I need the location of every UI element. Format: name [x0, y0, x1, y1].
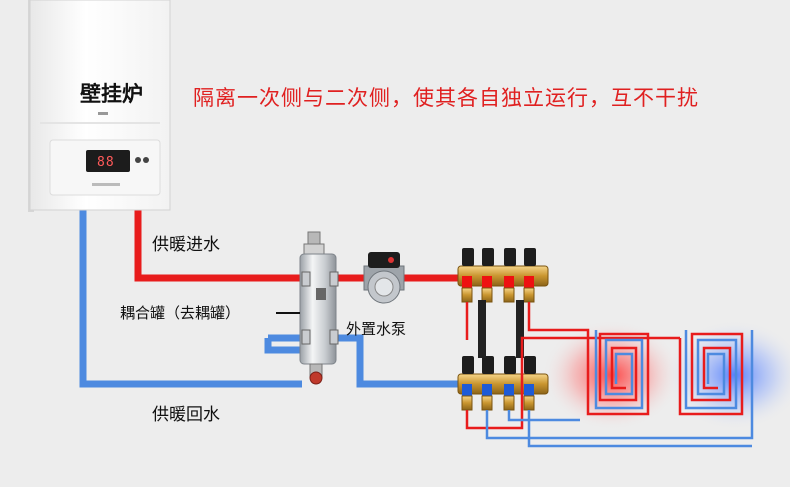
- manifold-bracket: [478, 300, 486, 358]
- floor-heating-loops: [465, 302, 754, 448]
- coupling-tank-label: 耦合罐（去耦罐）: [120, 304, 241, 322]
- circulation-pump: [363, 252, 405, 304]
- supply-label: 供暖进水: [152, 235, 220, 255]
- pump-label: 外置水泵: [346, 320, 407, 338]
- boiler: [28, 0, 171, 212]
- headline: 隔离一次侧与二次侧，使其各自独立运行，互不干扰: [193, 86, 699, 110]
- boiler-display: [86, 150, 130, 172]
- supply-manifold: [457, 248, 549, 303]
- boiler-name: 壁挂炉: [80, 82, 143, 106]
- boiler-display-readout: 88: [97, 155, 115, 170]
- return-label: 供暖回水: [152, 405, 220, 425]
- coupling-tank: [276, 231, 339, 385]
- return-pipe: [79, 208, 460, 388]
- manifold-bracket-right: [516, 300, 524, 358]
- cool-glow: [665, 320, 790, 430]
- return-manifold: [457, 356, 549, 411]
